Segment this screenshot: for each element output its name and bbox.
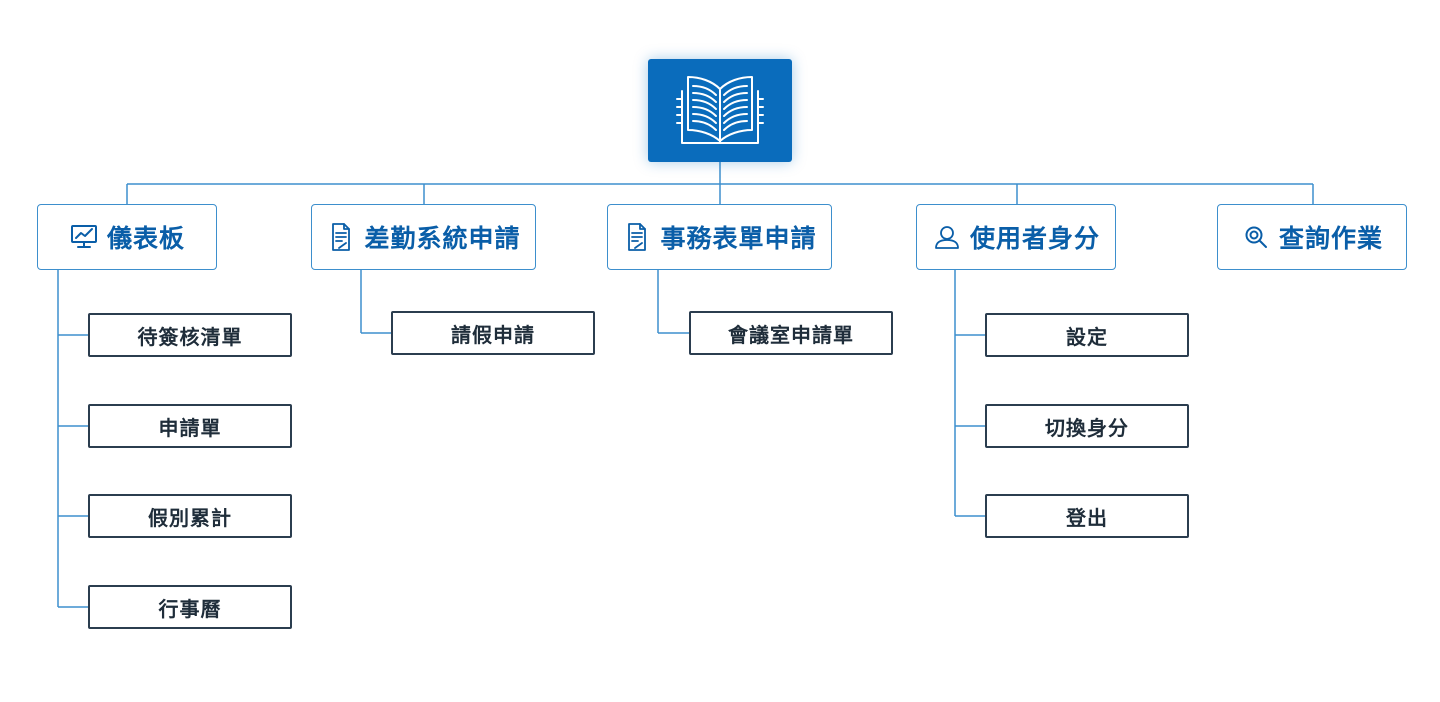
item-switch-identity[interactable]: 切換身分 [985, 404, 1189, 448]
category-label: 使用者身分 [969, 224, 1100, 253]
category-attendance-application[interactable]: 差勤系統申請 [311, 204, 536, 270]
document-icon [326, 222, 356, 252]
root-node[interactable] [648, 59, 792, 162]
item-logout[interactable]: 登出 [985, 494, 1189, 538]
category-label: 差勤系統申請 [364, 224, 521, 253]
item-leave-totals[interactable]: 假別累計 [88, 494, 292, 538]
item-settings[interactable]: 設定 [985, 313, 1189, 357]
item-meeting-room-request[interactable]: 會議室申請單 [689, 311, 893, 355]
item-application-form[interactable]: 申請單 [88, 404, 292, 448]
category-user-identity[interactable]: 使用者身分 [916, 204, 1116, 270]
item-calendar[interactable]: 行事曆 [88, 585, 292, 629]
open-book-icon [674, 69, 766, 153]
category-label: 查詢作業 [1278, 224, 1383, 253]
user-icon [932, 222, 962, 252]
document-icon [622, 222, 652, 252]
category-dashboard[interactable]: 儀表板 [37, 204, 217, 270]
category-label: 儀表板 [106, 224, 185, 253]
category-query-operations[interactable]: 查詢作業 [1217, 204, 1407, 270]
monitor-chart-icon [69, 222, 99, 252]
category-label: 事務表單申請 [660, 224, 817, 253]
item-pending-approval-list[interactable]: 待簽核清單 [88, 313, 292, 357]
category-affairs-form-application[interactable]: 事務表單申請 [607, 204, 832, 270]
search-icon [1241, 222, 1271, 252]
item-leave-request[interactable]: 請假申請 [391, 311, 595, 355]
